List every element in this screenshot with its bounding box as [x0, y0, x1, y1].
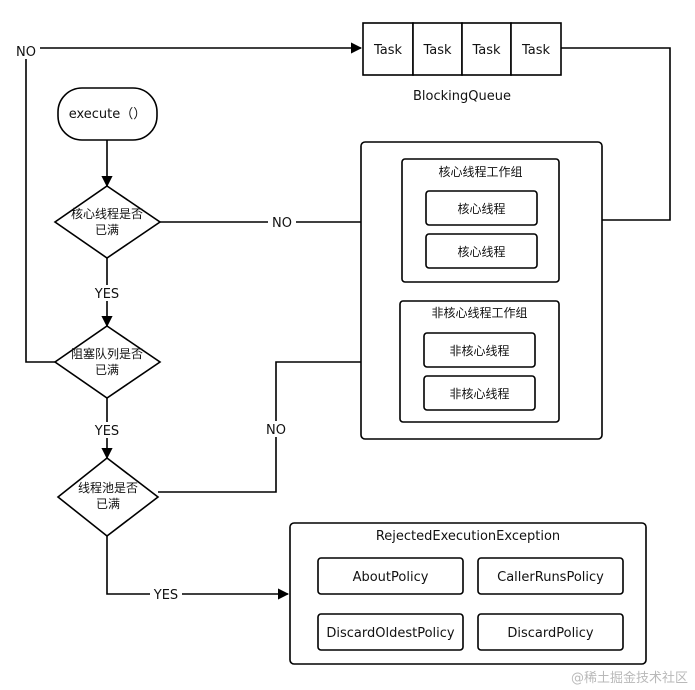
core-group-title: 核心线程工作组 [438, 164, 522, 179]
decision-core-full-line1: 核心线程是否 [71, 206, 143, 221]
decision-pool-full-line2: 已满 [96, 497, 120, 511]
edge-label-no-pool: NO [266, 423, 286, 438]
queue-task-label: Task [521, 43, 551, 58]
decision-queue-full-line2: 已满 [95, 363, 119, 377]
blocking-queue: Task Task Task Task BlockingQueue [362, 22, 562, 104]
noncore-thread-label: 非核心线程 [449, 343, 509, 358]
edge-queue-to-core-group [560, 47, 671, 226]
start-label: execute（） [69, 107, 147, 122]
edge-label-yes-2: YES [94, 424, 119, 439]
core-thread-group: 核心线程工作组 核心线程 核心线程 [401, 158, 560, 283]
queue-label: BlockingQueue [413, 89, 511, 104]
noncore-thread-label: 非核心线程 [449, 386, 509, 401]
decision-pool-full: 线程池是否 已满 [56, 456, 160, 538]
core-thread [425, 190, 538, 226]
edge-pool-check-yes [106, 536, 290, 600]
decision-core-full-line2: 已满 [95, 223, 119, 237]
edge-queue-check-no [25, 42, 363, 363]
decision-pool-full-line1: 线程池是否 [78, 480, 138, 495]
policy-box [317, 557, 464, 595]
noncore-thread-group: 非核心线程工作组 非核心线程 非核心线程 [399, 300, 560, 423]
edge-label-yes-1: YES [94, 287, 119, 302]
noncore-thread [423, 375, 536, 411]
edge-label-no-top: NO [16, 45, 36, 60]
rejected-execution-box: RejectedExecutionException AboutPolicy C… [289, 522, 647, 665]
edge-label-no-core: NO [272, 216, 292, 231]
queue-task-label: Task [422, 43, 452, 58]
policy-box [477, 613, 624, 651]
decision-queue-full-line1: 阻塞队列是否 [71, 346, 143, 361]
decision-core-full: 核心线程是否 已满 [53, 185, 162, 259]
queue-task-label: Task [373, 43, 403, 58]
watermark: @稀土掘金技术社区 [571, 670, 688, 686]
policy-label: CallerRunsPolicy [497, 570, 604, 585]
core-thread [425, 233, 538, 269]
queue-cell [412, 22, 463, 76]
rejected-title: RejectedExecutionException [376, 529, 560, 544]
start-node: execute（） [57, 87, 158, 141]
policy-box [477, 557, 624, 595]
policy-label: DiscardPolicy [507, 626, 594, 641]
noncore-group-title: 非核心线程工作组 [431, 305, 527, 320]
core-thread-label: 核心线程 [457, 201, 505, 216]
queue-task-label: Task [471, 43, 501, 58]
queue-cell [461, 22, 512, 76]
queue-cell [510, 22, 562, 76]
policy-box [317, 613, 464, 651]
policy-label: AboutPolicy [353, 570, 429, 585]
queue-cell [362, 22, 414, 76]
edge-label-yes-3: YES [153, 588, 178, 603]
noncore-thread [423, 332, 536, 368]
core-thread-label: 核心线程 [457, 244, 505, 259]
policy-label: DiscardOldestPolicy [326, 626, 455, 641]
decision-queue-full: 阻塞队列是否 已满 [53, 325, 162, 399]
